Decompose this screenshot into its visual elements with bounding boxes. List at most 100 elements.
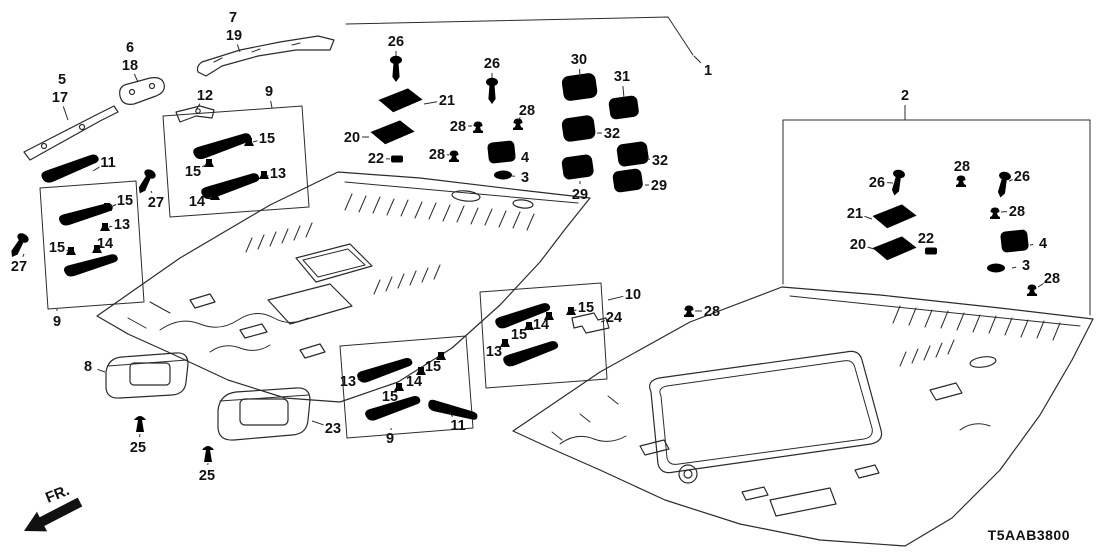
callout-leader-line xyxy=(139,433,141,438)
callout-label-11: 11 xyxy=(450,418,465,434)
callout-label-18: 18 xyxy=(122,58,138,74)
callout-leader-line xyxy=(607,295,624,301)
callout-label-9: 9 xyxy=(265,84,273,100)
callout-label-30: 30 xyxy=(571,52,587,68)
callout-leader-line xyxy=(517,117,521,121)
callout-leader-line xyxy=(195,103,201,111)
callout-label-3: 3 xyxy=(1022,258,1030,274)
callout-leader-line xyxy=(357,377,362,380)
callout-label-26: 26 xyxy=(388,34,404,50)
callout-label-2: 2 xyxy=(901,88,909,104)
callout-label-15: 15 xyxy=(185,164,201,180)
callout-leader-line xyxy=(527,327,529,329)
cover-32 xyxy=(561,114,597,143)
callout-leader-line xyxy=(864,215,873,220)
callout-leader-line xyxy=(423,101,438,105)
callout-label-32: 32 xyxy=(652,153,668,169)
callout-label-28: 28 xyxy=(519,103,535,119)
screw-26 xyxy=(994,170,1012,199)
bezel-4 xyxy=(487,140,517,164)
callout-leader-line xyxy=(622,85,625,99)
cap-3 xyxy=(494,170,512,180)
callout-leader-lines xyxy=(22,44,1044,466)
callout-label-10: 10 xyxy=(625,287,641,303)
screw-26 xyxy=(486,77,498,104)
callout-label-15: 15 xyxy=(382,389,398,405)
callout-label-13: 13 xyxy=(486,344,502,360)
callout-label-28: 28 xyxy=(1044,271,1060,287)
callout-label-20: 20 xyxy=(344,130,360,146)
callout-leader-line xyxy=(502,344,505,347)
callout-label-24: 24 xyxy=(606,310,622,326)
lamp-21 xyxy=(378,87,424,113)
callout-leader-line xyxy=(22,253,25,257)
callout-leader-line xyxy=(1011,266,1017,269)
callout-leader-line xyxy=(693,55,702,64)
callout-label-27: 27 xyxy=(11,259,27,275)
sunvisor-8 xyxy=(105,352,189,399)
callout-label-28: 28 xyxy=(450,119,466,135)
callout-leader-line xyxy=(110,204,117,208)
group-box-9-top xyxy=(162,105,310,218)
callout-label-9: 9 xyxy=(386,431,394,447)
callout-label-8: 8 xyxy=(84,359,92,375)
callout-label-28: 28 xyxy=(1009,204,1025,220)
callout-leader-line xyxy=(92,166,100,172)
callout-leader-line xyxy=(62,106,69,121)
rail-5-17 xyxy=(23,105,119,161)
grab-handle xyxy=(199,172,262,201)
callout-label-29: 29 xyxy=(572,187,588,203)
callout-leader-line xyxy=(252,140,258,143)
callout-leader-line xyxy=(449,412,453,417)
group-box-9-bottom xyxy=(339,335,474,439)
callout-label-26: 26 xyxy=(484,56,500,72)
callout-label-15: 15 xyxy=(117,193,133,209)
callout-label-21: 21 xyxy=(439,93,455,109)
cover-31 xyxy=(608,94,640,121)
cover-29 xyxy=(612,167,644,194)
fr-arrow-icon xyxy=(24,497,83,532)
screw-27 xyxy=(134,167,158,197)
callout-label-31: 31 xyxy=(614,69,630,85)
callout-label-13: 13 xyxy=(340,374,356,390)
callout-label-28: 28 xyxy=(429,147,445,163)
callout-leader-line xyxy=(311,420,324,426)
callout-label-28: 28 xyxy=(704,304,720,320)
callout-leader-line xyxy=(236,44,241,53)
sunroof-opening xyxy=(649,350,883,474)
callout-label-14: 14 xyxy=(97,236,113,252)
group-box-10 xyxy=(479,282,608,389)
callout-label-27: 27 xyxy=(148,195,164,211)
callout-label-29: 29 xyxy=(651,178,667,194)
callout-label-26: 26 xyxy=(869,175,885,191)
cover-29 xyxy=(561,153,595,181)
headliner-panel-right xyxy=(512,286,1094,547)
callout-label-4: 4 xyxy=(521,150,529,166)
callout-leader-line xyxy=(108,225,113,228)
callout-leader-line xyxy=(270,100,273,109)
callout-leader-line xyxy=(547,317,549,319)
callout-leader-line xyxy=(66,249,70,252)
lamp-20 xyxy=(370,119,416,145)
callout-label-15: 15 xyxy=(425,359,441,375)
callout-label-32: 32 xyxy=(604,126,620,142)
callout-leader-line xyxy=(1037,282,1044,288)
callout-label-4: 4 xyxy=(1039,236,1047,252)
grab-handle xyxy=(501,340,561,368)
callout-leader-line xyxy=(150,190,153,194)
screw-26 xyxy=(390,55,402,82)
callout-label-15: 15 xyxy=(578,300,594,316)
grab-handle xyxy=(62,253,120,278)
callout-label-11: 11 xyxy=(100,155,115,171)
callout-label-25: 25 xyxy=(199,468,215,484)
bracket-7-19 xyxy=(196,35,335,77)
cap-3 xyxy=(987,263,1005,273)
callout-label-13: 13 xyxy=(270,166,286,182)
callout-label-14: 14 xyxy=(533,317,549,333)
callout-label-15: 15 xyxy=(511,327,527,343)
callout-label-25: 25 xyxy=(130,440,146,456)
grab-handle xyxy=(191,132,254,161)
callout-label-12: 12 xyxy=(197,88,213,104)
